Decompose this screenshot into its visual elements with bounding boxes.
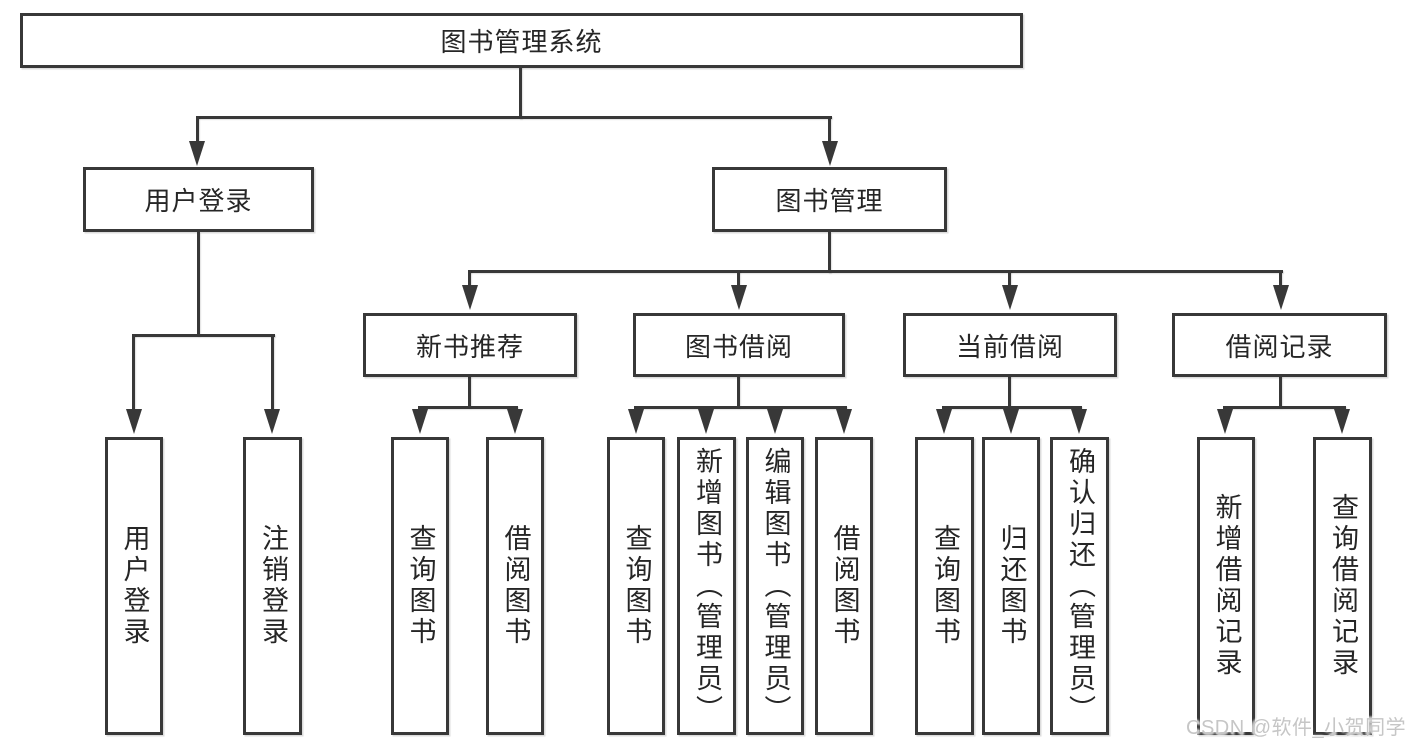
node-label: 新增借阅记录 [1211,493,1242,679]
node-user-login: 用户登录 [83,167,314,232]
node-label: 图书管理系统 [440,27,603,57]
node-label: 查询图书 [621,524,652,648]
leaf-add-borrow-record: 新增借阅记录 [1197,437,1255,735]
leaf-confirm-return-admin: 确认归还（管理员） [1050,437,1109,735]
arrow-down-icon [1273,285,1289,310]
connector-line [1008,376,1011,408]
arrow-down-icon [836,409,852,434]
arrow-down-icon [1003,409,1019,434]
connector-line [828,116,831,146]
connector-line [1279,270,1282,287]
arrow-down-icon [1334,409,1350,434]
node-label: 当前借阅 [955,331,1064,362]
node-label: 图书管理 [775,186,884,216]
node-new-book-recommendation: 新书推荐 [363,313,577,377]
leaf-edit-book-admin: 编辑图书（管理员） [746,437,804,735]
node-label: 新增图书（管理员） [692,446,722,726]
connector-line [196,116,832,119]
arrow-down-icon [1071,409,1087,434]
arrow-down-icon [628,409,644,434]
node-current-borrowing: 当前借阅 [903,313,1117,377]
connector-line [468,270,1283,273]
node-label: 查询图书 [405,524,436,648]
leaf-return-books: 归还图书 [982,437,1040,735]
arrow-down-icon [1217,409,1233,434]
leaf-query-books-borrow: 查询图书 [607,437,665,735]
leaf-user-login: 用户登录 [105,437,163,735]
connector-line [737,270,740,287]
connector-line [196,116,199,146]
node-book-borrowing: 图书借阅 [633,313,845,377]
node-label: 确认归还（管理员） [1065,446,1095,726]
node-borrowing-records: 借阅记录 [1172,313,1387,377]
arrow-down-icon [731,285,747,310]
node-label: 注销登录 [258,524,288,648]
arrow-down-icon [507,409,523,434]
leaf-logout-login: 注销登录 [243,437,302,735]
connector-line [418,406,518,409]
connector-line [132,334,135,411]
connector-line [942,406,1082,409]
node-label: 归还图书 [996,524,1027,648]
arrow-down-icon [698,409,714,434]
connector-line [468,376,471,408]
connector-line [271,334,274,411]
leaf-add-book-admin: 新增图书（管理员） [677,437,736,735]
arrow-down-icon [264,409,280,434]
connector-line [737,376,740,408]
arrow-down-icon [412,409,428,434]
node-label: 借阅图书 [829,524,860,648]
arrow-down-icon [822,141,838,166]
connector-line [132,334,275,337]
node-label: 借阅图书 [500,524,531,648]
node-book-management: 图书管理 [712,167,947,232]
leaf-borrow-books-borrow: 借阅图书 [815,437,873,735]
arrow-down-icon [126,409,142,434]
connector-line [519,66,522,119]
connector-line [197,232,200,336]
node-label: 新书推荐 [415,331,524,362]
node-label: 查询图书 [930,524,960,648]
node-label: 图书借阅 [684,331,793,362]
leaf-query-books-new: 查询图书 [391,437,449,735]
node-label: 查询借阅记录 [1328,493,1358,679]
leaf-query-borrow-record: 查询借阅记录 [1313,437,1372,735]
connector-line [468,270,471,287]
watermark: CSDN @软件_小贺同学 [1186,717,1405,739]
leaf-borrow-books-new: 借阅图书 [486,437,544,735]
node-label: 用户登录 [144,186,253,216]
node-label: 用户登录 [119,524,150,648]
node-library-management-system: 图书管理系统 [20,13,1023,68]
arrow-down-icon [189,141,205,166]
node-label: 借阅记录 [1225,331,1334,362]
arrow-down-icon [1002,285,1018,310]
arrow-down-icon [767,409,783,434]
connector-line [1008,270,1011,287]
connector-line [828,232,831,273]
connector-line [1279,376,1282,408]
node-label: 编辑图书（管理员） [760,446,791,726]
connector-line [1223,406,1346,409]
leaf-query-books-current: 查询图书 [915,437,974,735]
connector-line [634,406,847,409]
arrow-down-icon [462,285,478,310]
arrow-down-icon [936,409,952,434]
